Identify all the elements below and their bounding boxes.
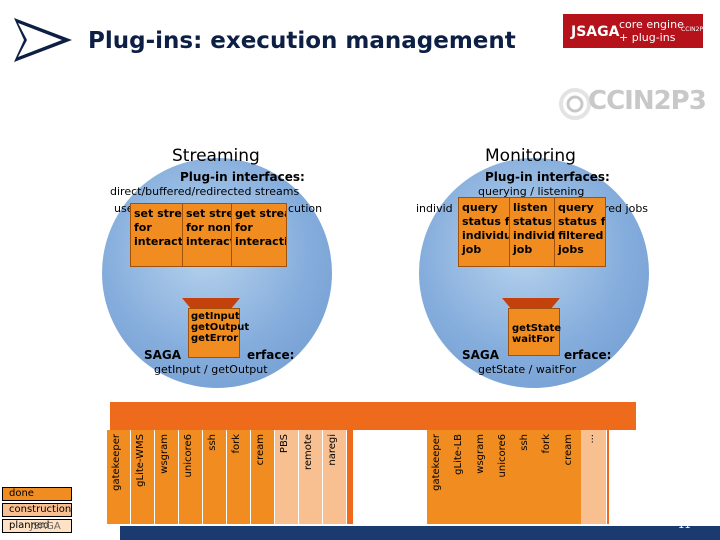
monitoring-desc-line2: individ [416,202,453,215]
adaptor-unicore6: unicore6 [179,430,203,524]
monitor-adaptors-right: gatekeeper gLite-LB wsgram unicore6 ssh … [427,430,609,524]
monitoring-connector-shape [502,298,560,310]
streaming-saga-label-tail: erface: [247,348,295,362]
job-adaptors-left: gatekeeper gLite-WMS wsgram unicore6 ssh… [107,430,353,524]
logo-line1: core engine [619,18,684,31]
streaming-title: Streaming [172,146,260,166]
monitoring-saga-label: SAGA [462,348,500,362]
adaptor-wsgram: wsgram [471,430,495,524]
jsaga-logo: JSAGA core engine + plug-ins CCIN2P3 [563,14,707,48]
logo-name: JSAGA [571,24,620,40]
streaming-saga-methods: getInput / getOutput [154,363,268,376]
adaptor-band [110,402,636,430]
adaptor-cream: cream [251,430,275,524]
adaptor-pbs: PBS [275,430,299,524]
streaming-connector-shape [182,298,240,310]
ccin2p3-wordmark: CCIN2P3 [588,86,707,116]
adaptor-wsgram: wsgram [155,430,179,524]
adaptor-remote: remote [299,430,323,524]
adaptor-naregi: naregi [323,430,347,524]
monitoring-desc-line2-tail: red jobs [604,202,649,215]
monitoring-title: Monitoring [485,146,576,166]
streaming-saga-label: SAGA [144,348,182,362]
adaptor-glite-lb: gLite-LB [449,430,473,524]
adaptor-gatekeeper: gatekeeper [107,430,131,524]
monitoring-desc: querying / listening [478,185,585,198]
play-arrow-icon [14,18,72,62]
adaptor-gatekeeper: gatekeeper [427,430,451,524]
monitoring-plugin-label: Plug-in interfaces: [485,170,610,184]
adaptor-fork: fork [537,430,561,524]
slide-title: Plug-ins: execution management [88,28,516,54]
adaptor-fork: fork [227,430,251,524]
adaptor-ssh: ssh [515,430,539,524]
legend-done: done [2,487,72,501]
monitoring-saga-label-tail: erface: [564,348,612,362]
adaptor-ssh: ssh [203,430,227,524]
footer-bar [120,526,720,540]
adaptor-unicore6: unicore6 [493,430,517,524]
streaming-card-1: set streamforinteractive [130,203,185,267]
streaming-desc-line2: use [114,202,134,215]
adaptor-more: ... [581,430,607,524]
streaming-plugin-label: Plug-in interfaces: [180,170,305,184]
streaming-desc-line2-tail: cution [288,202,323,215]
legend-jsaga: JSAGA [30,521,61,532]
adaptor-glite-wms: gLite-WMS [131,430,155,524]
legend-planned: planned [2,519,72,533]
streaming-card-3: get streamforinteractive [231,203,287,267]
logo-partner-mini: CCIN2P3 [681,26,707,33]
legend-construction: construction [2,503,72,517]
monitoring-saga-methods: getState / waitFor [478,363,577,376]
logo-line2: + plug-ins [619,31,676,44]
ccin2p3-swirl-logo [559,88,591,120]
streaming-desc: direct/buffered/redirected streams [110,185,300,198]
adaptor-cream: cream [559,430,583,524]
page-number: 11 [678,520,691,531]
